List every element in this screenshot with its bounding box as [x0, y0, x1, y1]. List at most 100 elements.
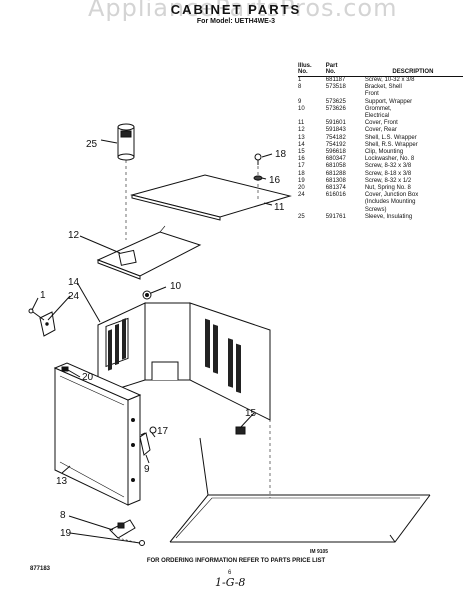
description-line: Cover, Junction Box [364, 192, 419, 199]
illus-number: 14 [298, 141, 305, 148]
callout-14: 14 [68, 277, 80, 288]
part-description: Cover, Front [365, 120, 463, 127]
illus-number: 25 [298, 213, 305, 220]
figure-number: IM 9105 [310, 549, 329, 555]
table-row: 24 616016 Cover, Junction Box(Includes Mou… [298, 192, 463, 214]
header-illus-no: Illus.No. [298, 63, 312, 75]
table-row: 9 573625 Support, Wrapper [298, 99, 463, 106]
part-description: Screw, 8-32 x 1/2 [365, 178, 463, 185]
part-number: 591761 [325, 213, 346, 220]
callout-8: 8 [60, 510, 66, 521]
part-description: Shell, R.S. Wrapper [365, 142, 463, 149]
page-title: CABINET PARTS [170, 2, 302, 17]
part-number: 681288 [325, 170, 346, 177]
part-number: 680347 [325, 156, 346, 163]
illus-number: 18 [298, 170, 305, 177]
part-number: 596618 [325, 149, 346, 156]
illus-number: 10 [298, 105, 305, 112]
callout-24: 24 [68, 291, 80, 302]
part-description: Lockwasher, No. 8 [365, 156, 463, 163]
part-number: 754192 [325, 141, 346, 148]
table-row: 12 591843 Cover, Rear [298, 127, 463, 134]
description-line: Electrical [364, 113, 390, 120]
callout-25: 25 [86, 139, 98, 150]
description-line: Shell, L.S. Wrapper [364, 134, 417, 141]
description-line: Nut, Spring No. 8 [364, 185, 411, 192]
part-number: 573518 [325, 84, 346, 91]
illus-number: 11 [298, 120, 305, 127]
illus-number: 20 [298, 185, 305, 192]
illus-number: 1 [298, 77, 302, 83]
illus-number: 19 [298, 177, 305, 184]
illus-number: 12 [298, 127, 305, 134]
header-description: DESCRIPTION [392, 69, 434, 75]
rear-cover-panel [96, 231, 202, 277]
callout-10: 10 [170, 281, 182, 292]
callout-labels: 25 18 16 11 12 10 14 1 24 20 15 17 9 13 … [40, 139, 287, 539]
description-line: Shell, R.S. Wrapper [364, 141, 418, 148]
callout-20: 20 [82, 372, 94, 383]
table-row: 13 754182 Shell, L.S. Wrapper [298, 135, 463, 142]
callout-17: 17 [157, 426, 169, 437]
description-line: Sleeve, Insulating [364, 213, 413, 220]
table-row: 19 681308 Screw, 8-32 x 1/2 [298, 178, 463, 185]
table-row: 25 591761 Sleeve, Insulating [298, 214, 463, 221]
handwritten-note: 1-G-8 [215, 576, 246, 589]
description-line: Screw, 8-32 x 3/8 [364, 163, 412, 170]
callout-16: 16 [269, 175, 281, 186]
illus-number: 24 [298, 192, 305, 199]
page-number: 6 [228, 570, 232, 576]
callout-12: 12 [68, 230, 80, 241]
table-row: 17 681058 Screw, 8-32 x 3/8 [298, 163, 463, 170]
callout-18: 18 [275, 149, 287, 160]
louver-right [205, 318, 241, 394]
part-number: 591843 [325, 127, 346, 134]
callout-1: 1 [40, 290, 46, 301]
illus-number: 16 [298, 156, 305, 163]
illus-number: 13 [298, 134, 305, 141]
illus-number: 15 [298, 149, 305, 156]
table-row: 15 596618 Clip, Mounting [298, 149, 463, 156]
watermark: AppliancePartsPros.com [88, 0, 398, 22]
document-number: 877183 [30, 566, 51, 572]
part-number: 681058 [325, 163, 346, 170]
callout-15: 15 [245, 408, 257, 419]
table-row: 14 754192 Shell, R.S. Wrapper [298, 142, 463, 149]
description-line: Clip, Mounting [364, 149, 404, 156]
part-description: Sleeve, Insulating [365, 214, 463, 221]
description-line: Lockwasher, No. 8 [364, 156, 415, 163]
part-description: Support, Wrapper [365, 99, 463, 106]
part-number: 754182 [325, 134, 346, 141]
callout-11: 11 [274, 202, 285, 213]
part-number: 573625 [325, 98, 346, 105]
callout-9: 9 [144, 464, 150, 475]
part-number: 616016 [325, 192, 346, 199]
description-line: Cover, Front [364, 120, 398, 127]
part-description: Shell, L.S. Wrapper [365, 135, 463, 142]
ordering-info-footer: FOR ORDERING INFORMATION REFER TO PARTS … [146, 558, 326, 564]
part-number: 573626 [325, 105, 346, 112]
table-row: 10 573626 Grommet,Electrical [298, 106, 463, 120]
description-line: Bracket, Shell [364, 84, 402, 91]
part-number: 681308 [325, 177, 346, 184]
part-description: Cover, Rear [365, 127, 463, 134]
floor-outline [169, 437, 431, 543]
description-line: Front [364, 91, 379, 98]
front-cover-panel [130, 174, 292, 218]
part-description: Screw, 8-18 x 3/8 [365, 171, 463, 178]
illus-number: 9 [298, 98, 302, 105]
table-row: 18 681288 Screw, 8-18 x 3/8 [298, 171, 463, 178]
illus-number: 17 [298, 163, 305, 170]
part-description: Grommet,Electrical [365, 106, 463, 120]
description-line: Support, Wrapper [364, 98, 413, 105]
